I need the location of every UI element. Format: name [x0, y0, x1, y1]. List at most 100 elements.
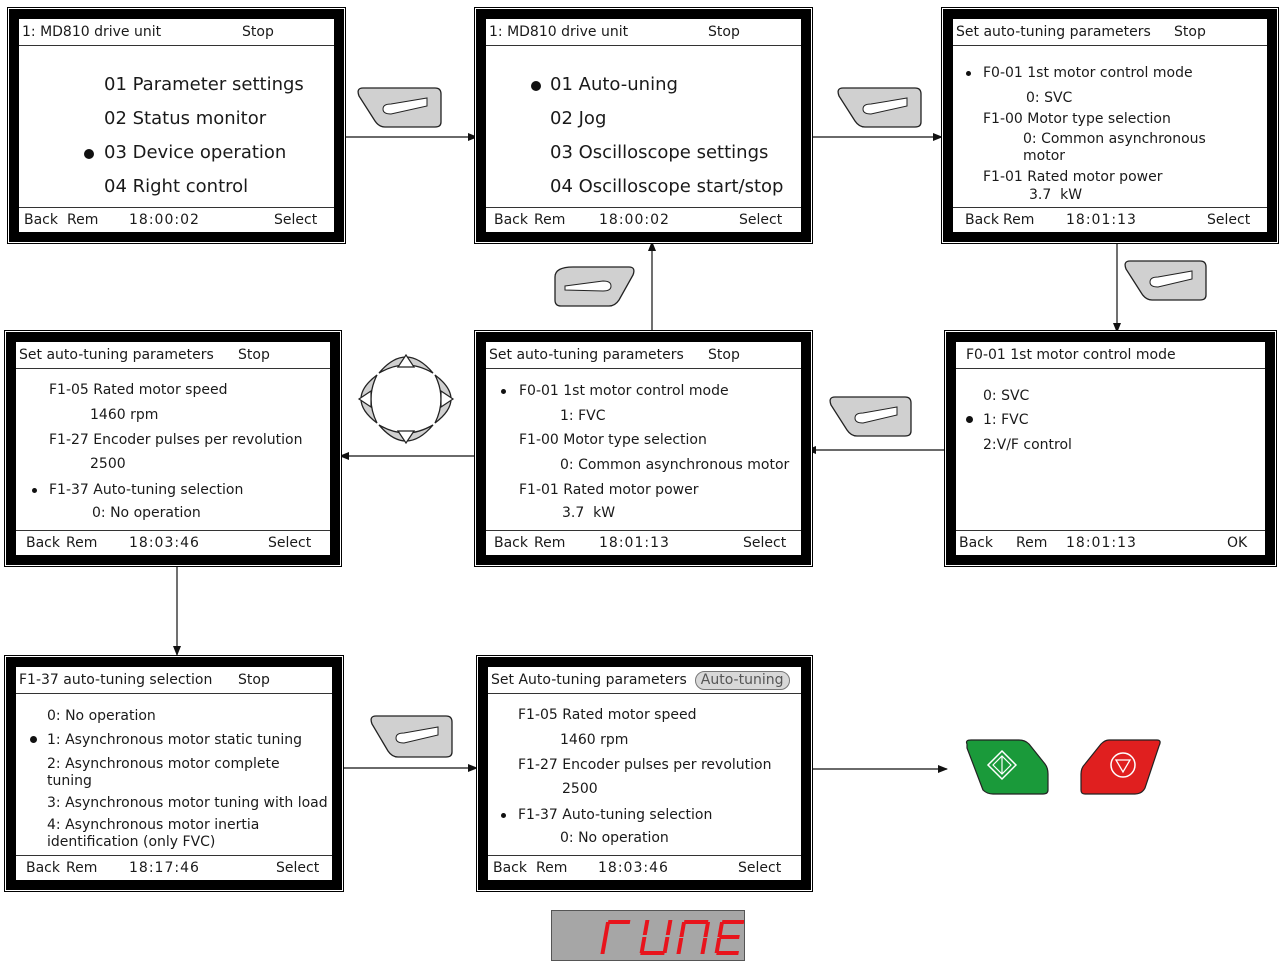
- screen-set-auto-tuning-initial: Set auto-tuning parameters Stop F0-01 1s…: [941, 7, 1279, 244]
- navigation-keypad-icon[interactable]: [351, 345, 461, 453]
- screen-device-operation: 1: MD810 drive unit Stop 01 Auto-uning 0…: [474, 7, 813, 244]
- screen-title: F1-37 auto-tuning selection: [19, 672, 213, 688]
- param-name[interactable]: F1-01 Rated motor power: [983, 169, 1163, 185]
- screen-auto-tuning-selection: F1-37 auto-tuning selection Stop 0: No o…: [4, 655, 344, 892]
- rem-label: Rem: [66, 860, 98, 876]
- param-name[interactable]: F1-05 Rated motor speed: [518, 707, 697, 723]
- select-softkey[interactable]: Select: [276, 860, 320, 876]
- select-softkey[interactable]: Select: [743, 535, 787, 551]
- option-item[interactable]: 4: Asynchronous motor inertia: [47, 817, 260, 833]
- param-name[interactable]: F0-01 1st motor control mode: [983, 65, 1193, 81]
- select-softkey[interactable]: Select: [274, 212, 318, 228]
- rem-label: Rem: [66, 535, 98, 551]
- screen-set-auto-tuning-encoder: Set auto-tuning parameters Stop F1-05 Ra…: [4, 330, 342, 567]
- screen-title: Set auto-tuning parameters: [19, 347, 214, 363]
- screen-footer: Back Rem 18:03:46 Select: [16, 530, 330, 555]
- selection-bullet: [501, 389, 506, 394]
- enter-key-icon[interactable]: [553, 263, 637, 309]
- menu-item[interactable]: 01 Parameter settings: [104, 74, 304, 95]
- select-softkey[interactable]: Select: [268, 535, 312, 551]
- back-softkey[interactable]: Back: [494, 535, 528, 551]
- option-item[interactable]: 0: SVC: [983, 388, 1030, 404]
- option-item[interactable]: 3: Asynchronous motor tuning with load: [47, 795, 328, 811]
- option-item[interactable]: 2:V/F control: [983, 437, 1072, 453]
- option-item-selected[interactable]: 1: FVC: [983, 412, 1029, 428]
- option-item-cont: identification (only FVC): [47, 834, 216, 850]
- screen-header: F1-37 auto-tuning selection Stop: [16, 667, 332, 694]
- screen-footer: Back Rem 18:00:02 Select: [486, 207, 801, 232]
- selection-bullet: [501, 813, 506, 818]
- enter-key-icon[interactable]: [368, 712, 454, 760]
- menu-item[interactable]: 02 Jog: [550, 108, 607, 129]
- back-softkey[interactable]: Back: [494, 212, 528, 228]
- led-display: [551, 910, 745, 961]
- screen-footer: Back Rem 18:03:46 Select: [488, 855, 801, 880]
- screen-title: Set auto-tuning parameters: [956, 24, 1151, 40]
- menu-item[interactable]: 04 Oscilloscope start/stop: [550, 176, 784, 197]
- enter-key-icon[interactable]: [835, 84, 923, 130]
- screen-header: Set auto-tuning parameters Stop: [953, 19, 1267, 46]
- menu-item-selected[interactable]: 01 Auto-uning: [550, 74, 678, 95]
- option-item-selected[interactable]: 1: Asynchronous motor static tuning: [47, 732, 302, 748]
- back-softkey[interactable]: Back: [965, 212, 999, 228]
- clock: 18:17:46: [129, 860, 200, 876]
- clock: 18:01:13: [1066, 212, 1137, 228]
- clock: 18:03:46: [129, 535, 200, 551]
- select-softkey[interactable]: Select: [739, 212, 783, 228]
- param-name-selected[interactable]: F1-37 Auto-tuning selection: [518, 807, 713, 823]
- option-item[interactable]: 0: No operation: [47, 708, 156, 724]
- auto-tuning-status-badge: Auto-tuning: [694, 671, 790, 690]
- selection-bullet: [531, 81, 541, 91]
- selection-bullet: [84, 149, 94, 159]
- clock: 18:00:02: [599, 212, 670, 228]
- clock: 18:03:46: [598, 860, 669, 876]
- param-value: 0: Common asynchronous: [1023, 131, 1206, 147]
- selection-bullet: [966, 416, 973, 423]
- menu-item[interactable]: 03 Oscilloscope settings: [550, 142, 769, 163]
- status-label: Stop: [708, 347, 740, 363]
- param-name-selected[interactable]: F0-01 1st motor control mode: [519, 383, 729, 399]
- param-value: 0: No operation: [92, 505, 201, 521]
- select-softkey[interactable]: Select: [738, 860, 782, 876]
- status-label: Stop: [238, 672, 270, 688]
- enter-key-icon[interactable]: [355, 84, 443, 130]
- back-softkey[interactable]: Back: [959, 535, 993, 551]
- clock: 18:00:02: [129, 212, 200, 228]
- screen-title: 1: MD810 drive unit: [489, 24, 629, 40]
- back-softkey[interactable]: Back: [24, 212, 58, 228]
- back-softkey[interactable]: Back: [493, 860, 527, 876]
- param-name[interactable]: F1-27 Encoder pulses per revolution: [49, 432, 303, 448]
- screen-set-auto-tuning-fvc: Set auto-tuning parameters Stop F0-01 1s…: [474, 330, 813, 567]
- param-name-selected[interactable]: F1-37 Auto-tuning selection: [49, 482, 244, 498]
- param-name[interactable]: F1-01 Rated motor power: [519, 482, 699, 498]
- stop-key-icon[interactable]: [1079, 738, 1163, 796]
- option-item[interactable]: 2: Asynchronous motor complete: [47, 756, 280, 772]
- select-softkey[interactable]: Select: [1207, 212, 1251, 228]
- menu-item[interactable]: 02 Status monitor: [104, 108, 267, 129]
- run-key-icon[interactable]: [963, 738, 1049, 796]
- param-name[interactable]: F1-00 Motor type selection: [519, 432, 707, 448]
- rem-label: Rem: [1016, 535, 1048, 551]
- param-value: 1460 rpm: [560, 732, 629, 748]
- selection-bullet: [966, 71, 971, 76]
- selection-bullet: [32, 488, 37, 493]
- back-softkey[interactable]: Back: [26, 535, 60, 551]
- param-name[interactable]: F1-05 Rated motor speed: [49, 382, 228, 398]
- param-name[interactable]: F1-00 Motor type selection: [983, 111, 1171, 127]
- menu-item-selected[interactable]: 03 Device operation: [104, 142, 287, 163]
- screen-control-mode-select: F0-01 1st motor control mode 0: SVC 1: F…: [944, 330, 1277, 567]
- param-name[interactable]: F1-27 Encoder pulses per revolution: [518, 757, 772, 773]
- param-value: 0: SVC: [1026, 90, 1073, 106]
- ok-softkey[interactable]: OK: [1227, 535, 1248, 551]
- param-value-cont: motor: [1023, 148, 1066, 164]
- enter-key-icon[interactable]: [1122, 257, 1208, 303]
- screen-footer: Back Rem 18:17:46 Select: [16, 855, 332, 880]
- status-label: Stop: [1174, 24, 1206, 40]
- status-label: Stop: [242, 24, 274, 40]
- enter-key-icon[interactable]: [827, 393, 913, 439]
- back-softkey[interactable]: Back: [26, 860, 60, 876]
- menu-item[interactable]: 04 Right control: [104, 176, 249, 197]
